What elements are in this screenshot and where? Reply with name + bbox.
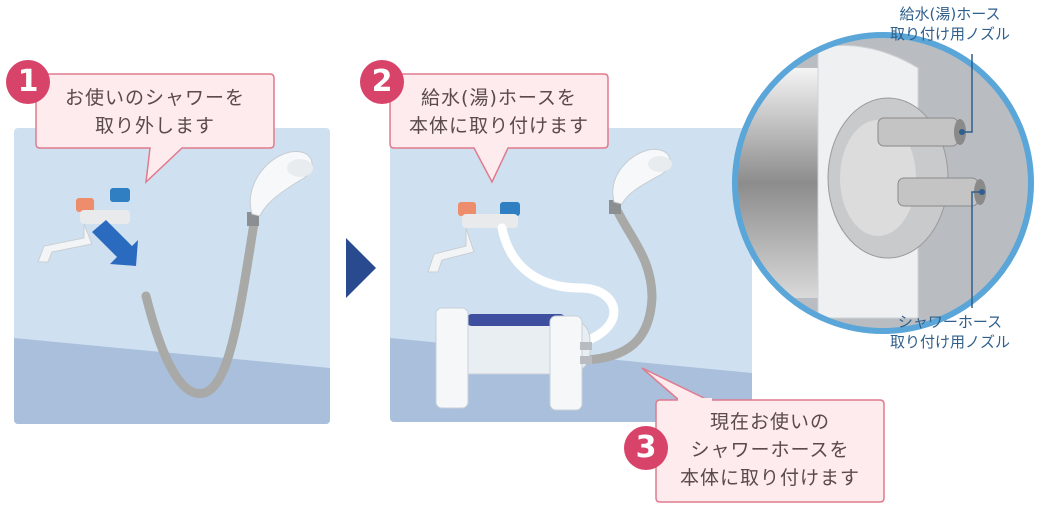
shower-nozzle-label-line2: 取り付け用ノズル (889, 333, 1010, 351)
step1-text-line2: 取り外します (94, 115, 215, 137)
shower-nozzle-label: シャワーホース 取り付け用ノズル (860, 312, 1040, 352)
next-arrow-icon (346, 238, 376, 298)
step2-bubble: 給水(湯)ホースを 本体に取り付けます (388, 70, 610, 190)
step1-bubble: お使いのシャワーを 取り外します (34, 70, 276, 190)
step3-text-line1: 現在お使いの (709, 411, 830, 433)
step2-badge: 2 (360, 60, 404, 104)
shower-head (609, 148, 672, 214)
step2-text-line1: 給水(湯)ホースを (421, 87, 577, 109)
water-nozzle-label-line2: 取り付け用ノズル (889, 25, 1010, 43)
step3-badge: 3 (624, 426, 668, 470)
shower-head (247, 151, 313, 226)
step1-panel (14, 128, 330, 424)
filter-unit (435, 307, 592, 411)
shower-hose (579, 203, 657, 365)
step1-badge: 1 (6, 60, 50, 104)
step3-text-line2: シャワーホースを (690, 439, 850, 461)
shower-hose (141, 218, 259, 398)
remove-arrow-icon (92, 220, 138, 266)
water-hose (497, 223, 619, 348)
water-nozzle-label: 給水(湯)ホース 取り付け用ノズル (860, 4, 1040, 44)
step3-bubble: 現在お使いの シャワーホースを 本体に取り付けます (640, 360, 888, 505)
water-nozzle-label-line1: 給水(湯)ホース (899, 5, 1001, 23)
faucet-illustration (37, 188, 130, 263)
shower-nozzle-label-line1: シャワーホース (897, 313, 1003, 331)
nozzle-closeup (732, 32, 1034, 334)
step2-text-line2: 本体に取り付けます (408, 115, 589, 137)
step1-text-line1: お使いのシャワーを (64, 87, 245, 109)
faucet-illustration (427, 202, 520, 273)
step3-text-line3: 本体に取り付けます (679, 467, 860, 489)
